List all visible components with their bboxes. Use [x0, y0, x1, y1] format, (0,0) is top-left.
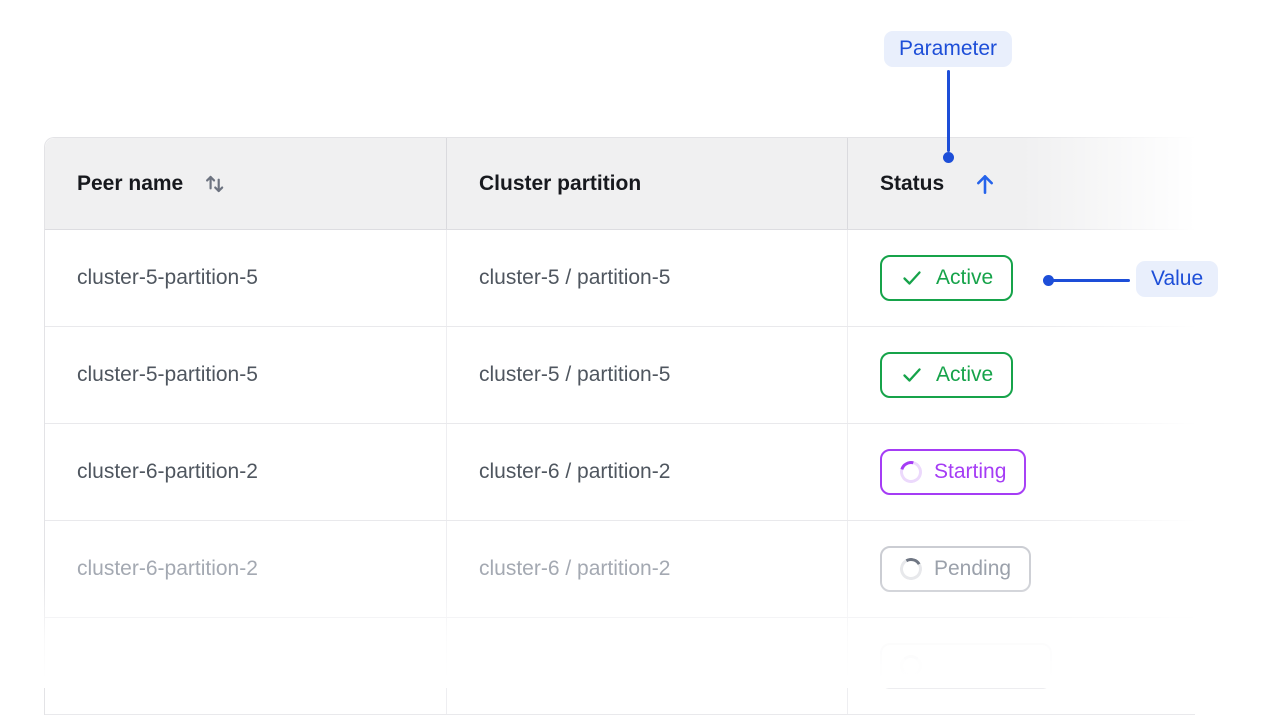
column-header-peer-name[interactable]: Peer name — [45, 138, 447, 229]
peers-table: Peer name Cluster partition Status clust… — [44, 137, 1195, 715]
status-badge: Active — [880, 352, 1014, 398]
cell-status: Starting — [848, 424, 1195, 520]
cell-cluster-partition: cluster-6 / partition-2 — [447, 424, 848, 520]
cell-cluster-partition: cluster-5 / partition-5 — [447, 327, 848, 423]
column-header-status[interactable]: Status — [848, 138, 1195, 229]
table-header-row: Peer name Cluster partition Status — [45, 138, 1195, 230]
parameter-connector-line — [947, 70, 950, 152]
status-badge-label: Pending — [934, 557, 1012, 580]
value-connector-line — [1048, 279, 1130, 282]
cell-status — [848, 618, 1195, 714]
spinner-icon — [900, 655, 922, 677]
value-connector-dot — [1043, 275, 1054, 286]
parameter-connector-dot — [943, 152, 954, 163]
table-row: cluster-6-partition-2 cluster-6 / partit… — [45, 521, 1195, 618]
status-badge-label: Active — [936, 266, 994, 289]
sort-both-icon[interactable] — [203, 171, 229, 197]
value-callout: Value — [1136, 261, 1219, 297]
column-header-cluster-partition[interactable]: Cluster partition — [447, 138, 848, 229]
status-badge: Active — [880, 255, 1014, 301]
cell-cluster-partition — [447, 618, 848, 714]
column-header-status-label: Status — [880, 171, 945, 195]
table-row: cluster-5-partition-5 cluster-5 / partit… — [45, 327, 1195, 424]
check-icon — [900, 363, 924, 387]
cell-peer-name: cluster-5-partition-5 — [45, 327, 447, 423]
status-badge-label: Starting — [934, 460, 1007, 483]
cell-status: Active — [848, 230, 1195, 326]
column-header-peer-name-label: Peer name — [77, 171, 184, 195]
status-badge: Starting — [880, 449, 1027, 495]
cell-cluster-partition: cluster-5 / partition-5 — [447, 230, 848, 326]
status-badge: Pending — [880, 546, 1032, 592]
cell-status: Pending — [848, 521, 1195, 617]
status-badge-ghost — [880, 643, 1052, 689]
spinner-icon — [897, 555, 925, 583]
table-row — [45, 618, 1195, 715]
spinner-icon — [895, 456, 927, 488]
sort-ascending-icon[interactable] — [972, 171, 998, 197]
table-row: cluster-6-partition-2 cluster-6 / partit… — [45, 424, 1195, 521]
cell-status: Active — [848, 327, 1195, 423]
cell-cluster-partition: cluster-6 / partition-2 — [447, 521, 848, 617]
cell-peer-name: cluster-6-partition-2 — [45, 424, 447, 520]
cell-peer-name: cluster-5-partition-5 — [45, 230, 447, 326]
table-row: cluster-5-partition-5 cluster-5 / partit… — [45, 230, 1195, 327]
cell-peer-name — [45, 618, 447, 714]
cell-peer-name: cluster-6-partition-2 — [45, 521, 447, 617]
parameter-callout: Parameter — [883, 31, 1013, 67]
status-badge-label: Active — [936, 363, 994, 386]
column-header-cluster-partition-label: Cluster partition — [479, 171, 642, 195]
check-icon — [900, 266, 924, 290]
